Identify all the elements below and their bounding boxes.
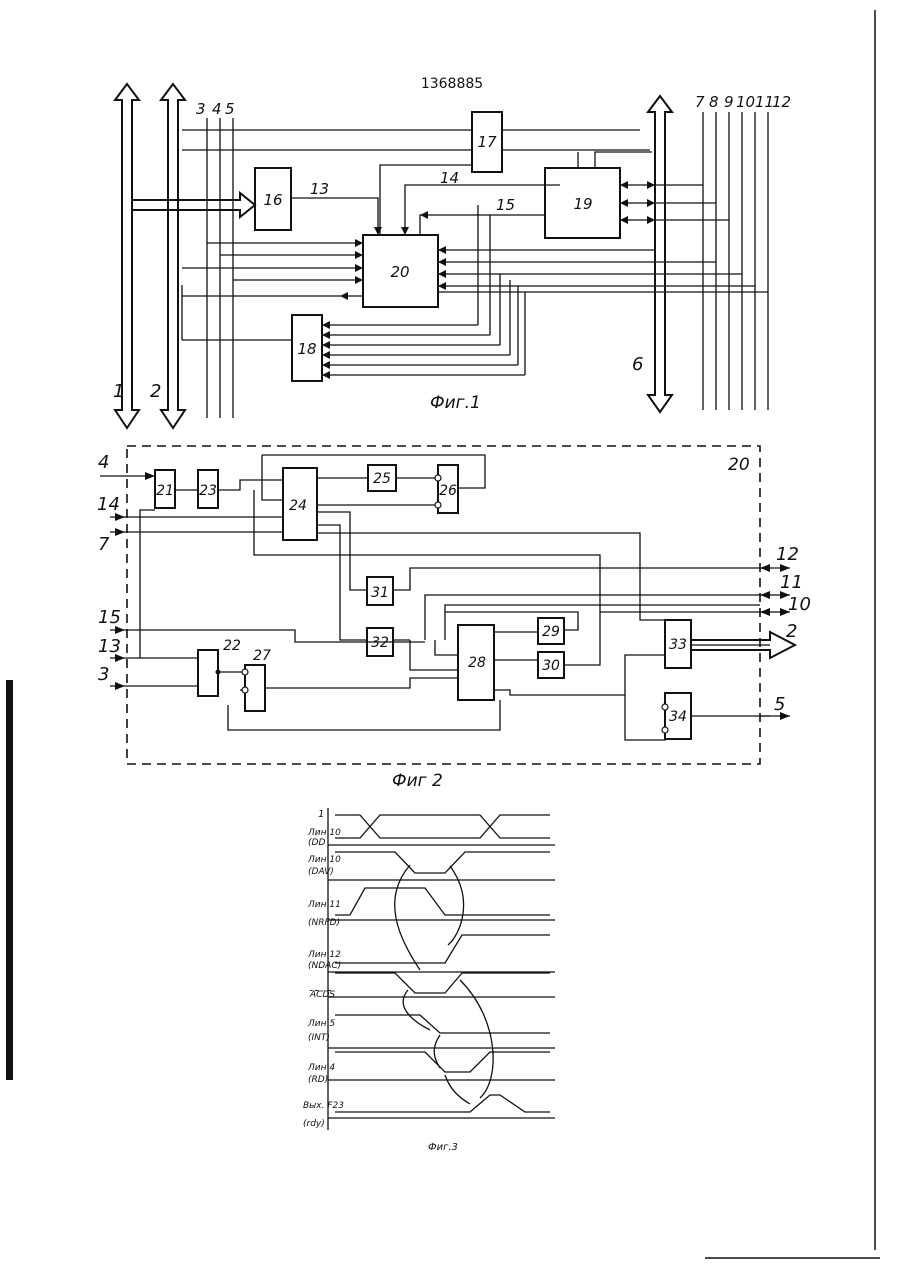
bus-2-arrow [161,84,185,428]
signal-label-14: 14 [440,169,459,187]
bus-1-arrow [115,84,139,428]
block-30-label: 30 [542,658,560,674]
block-27-label: 27 [253,648,271,664]
block-32-label: 32 [371,635,389,651]
input-label-13: 13 [98,636,121,657]
sig-label-2: Лин 10 [307,828,341,838]
bus-label-6: 6 [632,354,643,375]
line-label-12: 12 [772,93,791,111]
sig-sublabel-3: (DAV) [308,867,334,877]
input-label-4: 4 [98,452,109,473]
bus-label-1: 1 [113,381,124,402]
line-label-4: 4 [212,100,222,118]
input-label-15: 15 [98,607,121,628]
sig-label-5: Лин 12 [307,950,341,960]
line-label-8: 8 [709,93,719,111]
sig-sublabel-2: (DD [308,838,325,848]
output-label-11: 11 [780,572,803,593]
fig2-caption: Фиг 2 [392,771,443,791]
block-22-label: 22 [223,638,241,654]
sig-label-9: Вых. F23 [303,1101,344,1111]
fig1-caption: Фиг.1 [430,393,481,413]
sig-sublabel-9: (rdy) [303,1119,325,1129]
sig-sublabel-7: (INT) [308,1033,330,1043]
line-label-5: 5 [225,100,235,118]
sig-label-1: 1 [318,809,324,820]
fig3-timing-diagram: 1 Лин 10 (DD Лин 10 (DAV) Лин 11 (NRFD) … [303,808,555,1153]
block-24-label: 24 [289,498,307,514]
sig-sublabel-8: (RD) [308,1075,328,1085]
block-21-label: 21 [156,483,174,499]
block-33-label: 33 [669,637,687,653]
line-label-9: 9 [724,93,734,111]
fig1-diagram: 1 2 6 3 4 5 7 8 9 10 11 12 16 17 18 19 2… [113,84,791,428]
block-20-label: 20 [390,263,409,281]
frame-label-20: 20 [728,455,750,475]
output-label-10: 10 [788,594,811,615]
sig-label-6: ACDS [309,990,335,1000]
input-label-7: 7 [98,534,110,555]
output-label-12: 12 [776,544,799,565]
line-label-3: 3 [196,100,206,118]
input-label-3: 3 [98,664,109,685]
bus-label-2: 2 [150,381,161,402]
output-label-2: 2 [786,621,797,642]
output-label-5: 5 [774,694,785,715]
sig-label-7: Лин 5 [307,1019,335,1029]
signal-label-15: 15 [496,196,515,214]
block-17-label: 17 [477,133,497,151]
sig-label-3: Лин 10 [307,855,341,865]
block-25-label: 25 [373,471,391,487]
block-29-label: 29 [542,624,560,640]
patent-number: 1368885 [421,76,483,92]
block-23-label: 23 [199,483,217,499]
left-edge-bar [6,680,13,1080]
fig3-caption: Фиг.3 [428,1142,458,1153]
sig-label-8: Лин 4 [307,1063,335,1073]
block-16-label: 16 [263,191,282,209]
line-label-10: 10 [736,93,755,111]
input-label-14: 14 [97,494,120,515]
sig-label-4: Лин 11 [307,900,341,910]
bus-6-arrow [648,96,672,412]
block-18-label: 18 [297,340,316,358]
block-19-label: 19 [573,195,592,213]
signal-label-13: 13 [310,180,329,198]
block-26-label: 26 [439,483,457,499]
fig2-diagram: 20 [97,446,811,791]
block-34-label: 34 [669,709,687,725]
block-28-label: 28 [468,655,486,671]
block-31-label: 31 [371,585,389,601]
block-22 [198,650,218,696]
line-label-7: 7 [695,93,705,111]
